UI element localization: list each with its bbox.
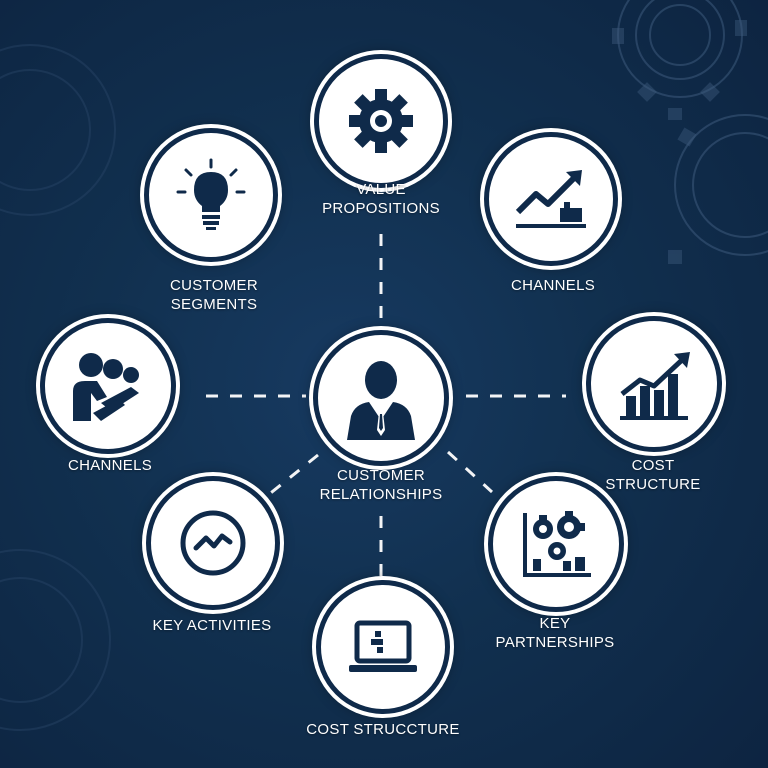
node-key-activities[interactable] <box>146 476 280 610</box>
node-customer-relationships[interactable] <box>313 330 449 466</box>
label-cost-structure-bottom: COST STRUCCTURE <box>306 721 460 738</box>
gear-outline-icon <box>617 0 743 98</box>
connector-bottom-right <box>446 450 494 494</box>
node-channels-top[interactable] <box>484 132 618 266</box>
node-key-partnerships[interactable] <box>488 476 624 612</box>
gear-outline-icon <box>674 114 768 256</box>
gear-outline-icon <box>0 549 111 731</box>
label-center-customer-relationships: CUSTOMER RELATIONSHIPS <box>319 467 443 503</box>
connector-bottom-left <box>261 453 319 502</box>
node-customer-segments[interactable] <box>144 128 278 262</box>
label-key-activities: KEY ACTIVITIES <box>152 617 272 634</box>
label-channels-top: CHANNELS <box>510 277 596 294</box>
label-value-propositions: VALUE PROPOSITIONS <box>322 181 440 217</box>
growth-trend-icon <box>515 170 586 228</box>
laptop-icon <box>349 620 417 672</box>
node-cost-structure-bottom[interactable] <box>316 580 450 714</box>
people-handshake-icon <box>73 353 139 421</box>
pulse-circle-icon <box>180 510 246 576</box>
node-cost-structure-right[interactable] <box>586 316 722 452</box>
label-key-partnerships: KEY PARTNERSHIPS <box>495 615 615 651</box>
label-cost-structure-right: COST STRUCTURE <box>605 457 701 493</box>
label-channels-left: CHANNELS <box>67 457 153 474</box>
gears-chart-icon <box>523 511 591 577</box>
lightbulb-icon <box>176 158 246 230</box>
label-customer-segments: CUSTOMER SEGMENTS <box>170 277 258 313</box>
node-channels-left[interactable] <box>40 318 176 454</box>
gear-icon <box>349 89 413 153</box>
businessman-icon <box>347 361 415 440</box>
bar-chart-icon <box>620 352 690 420</box>
node-value-propositions[interactable] <box>314 54 448 188</box>
gear-outline-icon <box>0 44 116 216</box>
